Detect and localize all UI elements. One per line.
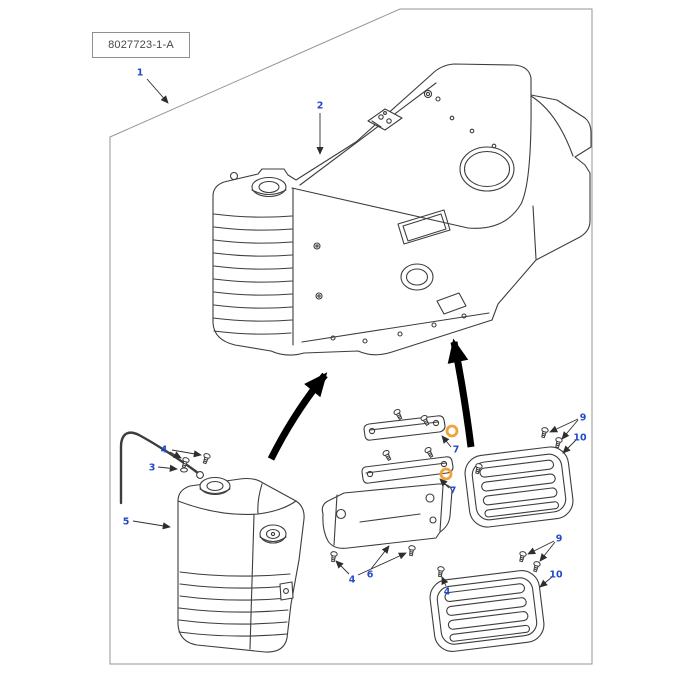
step-plate-lower-drawing bbox=[429, 570, 545, 652]
callout-2[interactable]: 2 bbox=[316, 100, 324, 112]
assembly-arrow-left bbox=[267, 372, 328, 461]
bolt bbox=[407, 544, 416, 557]
auxiliary-tank-drawing bbox=[119, 431, 305, 653]
highlight-ring-upper bbox=[445, 424, 459, 438]
mounting-bracket-drawing bbox=[321, 483, 453, 549]
tank-strap-lower-drawing bbox=[361, 456, 454, 484]
callout-4a[interactable]: 4 bbox=[160, 444, 168, 456]
washer bbox=[180, 467, 188, 473]
callout-6[interactable]: 6 bbox=[366, 569, 374, 581]
callout-4b[interactable]: 4 bbox=[348, 574, 356, 586]
callout-leaders bbox=[132, 78, 579, 588]
callout-7a[interactable]: 7 bbox=[452, 444, 460, 456]
step-plate-upper-drawing bbox=[464, 446, 574, 528]
bolt bbox=[392, 407, 404, 421]
callout-7b[interactable]: 7 bbox=[449, 485, 457, 497]
callout-10a[interactable]: 10 bbox=[573, 432, 587, 444]
callout-1[interactable]: 1 bbox=[136, 67, 144, 79]
fuel-sender-unit bbox=[367, 108, 403, 131]
callout-4c[interactable]: 4 bbox=[443, 586, 451, 598]
bolt bbox=[436, 565, 445, 578]
fuel-tank-drawing bbox=[212, 63, 592, 356]
center-opening bbox=[400, 263, 434, 291]
bolt bbox=[539, 426, 550, 439]
sheet-number-box: 8027723-1-A bbox=[92, 32, 190, 58]
sheet-number: 8027723-1-A bbox=[108, 39, 174, 51]
breather-fitting bbox=[229, 171, 239, 181]
vent-hose bbox=[119, 431, 200, 505]
aux-tank-cap bbox=[199, 476, 231, 496]
top-fitting bbox=[423, 89, 433, 99]
aux-tank-port bbox=[279, 581, 294, 601]
hose-fitting bbox=[196, 471, 204, 479]
aux-tank-pump-cap bbox=[259, 524, 287, 544]
callout-3[interactable]: 3 bbox=[148, 462, 156, 474]
callout-9a[interactable]: 9 bbox=[579, 412, 587, 424]
bolt bbox=[517, 550, 528, 563]
tank-strap-upper-drawing bbox=[363, 415, 446, 441]
large-opening bbox=[459, 146, 515, 192]
filler-cap bbox=[251, 176, 287, 198]
bolt bbox=[381, 448, 393, 462]
callout-5[interactable]: 5 bbox=[122, 516, 130, 528]
bolt bbox=[201, 452, 212, 465]
assembly-arrow-right bbox=[447, 338, 475, 448]
callout-10b[interactable]: 10 bbox=[549, 569, 563, 581]
bolt bbox=[553, 436, 564, 449]
callout-9b[interactable]: 9 bbox=[555, 533, 563, 545]
bolt bbox=[329, 550, 338, 563]
bolt bbox=[423, 445, 435, 459]
diagram-frame bbox=[109, 8, 593, 665]
assembly-arrows bbox=[267, 338, 475, 461]
bolt bbox=[531, 560, 542, 573]
